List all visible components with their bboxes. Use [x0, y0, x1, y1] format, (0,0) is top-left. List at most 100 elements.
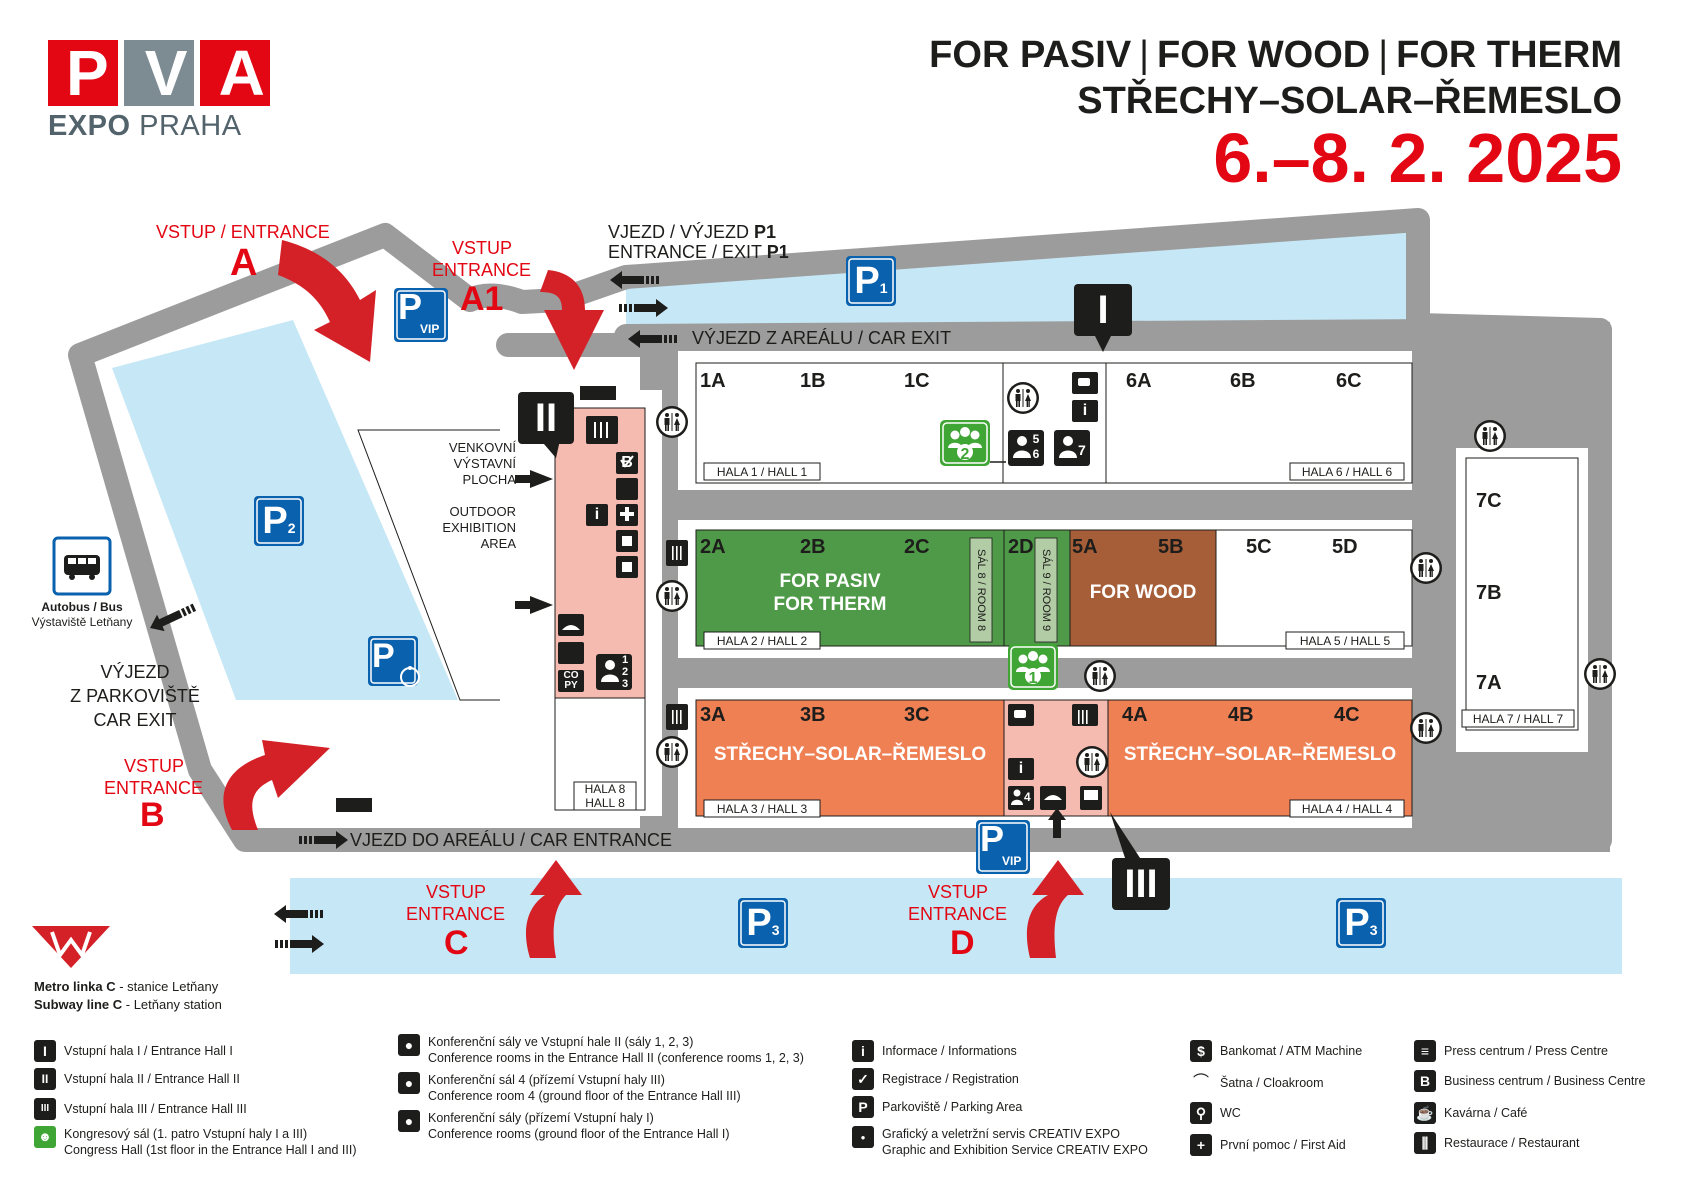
info-icon[interactable]: i	[594, 506, 600, 523]
legend-restaurant: ⫼Restaurace / Restaurant	[1414, 1132, 1580, 1154]
legend-conference-123: ●Konferenční sály ve Vstupní hale II (sá…	[398, 1034, 804, 1066]
stand-4c[interactable]: 4C	[1334, 704, 1360, 726]
entrance-c-label-en: ENTRANCE	[406, 904, 506, 924]
stand-4a[interactable]: 4A	[1122, 704, 1148, 726]
stand-5a[interactable]: 5A	[1072, 536, 1098, 558]
entrance-hall-1-marker[interactable]	[1074, 284, 1132, 352]
entrance-b-arrow	[223, 740, 330, 830]
entrance-a1-label: VSTUP	[452, 238, 513, 258]
copy-icon: ●	[852, 1126, 874, 1148]
wc-icon	[1410, 712, 1442, 744]
stand-6c[interactable]: 6C	[1336, 370, 1362, 392]
room-9-label: SÁL 9 / ROOM 9	[1040, 548, 1052, 632]
legend-registration: ✓Registrace / Registration	[852, 1068, 1019, 1090]
entrance-d-label-en: ENTRANCE	[908, 904, 1008, 924]
entrance-a-letter[interactable]: A	[230, 242, 258, 284]
wc-icon	[1584, 658, 1616, 690]
entrance-hall-2-numeral: II	[534, 396, 558, 440]
disabled-parking-letter: P	[372, 637, 395, 675]
entrance-hall-2-marker[interactable]	[518, 392, 574, 458]
bus-icon	[52, 536, 112, 596]
first-aid-icon: +	[1190, 1134, 1212, 1156]
metro-label: Metro linka C - stanice Letňany Subway l…	[34, 979, 222, 1012]
stand-1a[interactable]: 1A	[700, 370, 726, 392]
vip-label-top: VIP	[420, 322, 440, 336]
hall-5-label: HALA 5 / HALL 5	[1299, 634, 1391, 648]
stand-7a[interactable]: 7A	[1476, 672, 1502, 694]
entrance-d-letter[interactable]: D	[950, 924, 975, 962]
entrance-a1-letter[interactable]: A1	[460, 280, 504, 318]
stand-2c[interactable]: 2C	[904, 536, 930, 558]
stand-5d[interactable]: 5D	[1332, 536, 1358, 558]
stand-7b[interactable]: 7B	[1476, 582, 1502, 604]
stand-3c[interactable]: 3C	[904, 704, 930, 726]
hall-5-event: FOR WOOD	[1089, 582, 1197, 603]
hall-5-forwood-area	[1069, 529, 1217, 647]
hall-4-label: HALA 4 / HALL 4	[1301, 802, 1393, 816]
stand-5c[interactable]: 5C	[1246, 536, 1272, 558]
parking-vip-sign-bottom[interactable]	[976, 820, 1030, 874]
hall-3-event: STŘECHY–SOLAR–ŘEMESLO	[713, 744, 987, 765]
stand-1b[interactable]: 1B	[800, 370, 826, 392]
entrance-arrows	[223, 240, 1084, 958]
p1-road-label-en: ENTRANCE / EXIT P1	[608, 242, 789, 262]
congress-hall-2-icon[interactable]	[939, 419, 1006, 467]
entrance-hall-3-icon: III	[34, 1098, 56, 1120]
legend-copy: ●Grafický a veletržní servis CREATIV EXP…	[852, 1126, 1148, 1158]
stand-1c[interactable]: 1C	[904, 370, 930, 392]
hall-7-label: HALA 7 / HALL 7	[1472, 712, 1564, 726]
stand-2a[interactable]: 2A	[700, 536, 726, 558]
p1-sign-text: P1	[854, 260, 888, 302]
parking-icon: P	[852, 1096, 874, 1118]
stand-4b[interactable]: 4B	[1228, 704, 1254, 726]
stand-3a[interactable]: 3A	[700, 704, 726, 726]
entrance-hall-3-marker[interactable]	[1110, 812, 1170, 910]
business-centre-icon[interactable]: B	[621, 454, 633, 471]
entrance-a-label: VSTUP / ENTRANCE	[156, 222, 330, 242]
room-8	[969, 537, 993, 643]
info-icon[interactable]: i	[1018, 760, 1024, 777]
entrance-hall-1-numeral: I	[1097, 288, 1109, 332]
hall-2-area	[695, 529, 1005, 647]
legend-cafe: ☕Kavárna / Café	[1414, 1102, 1527, 1124]
stand-2b[interactable]: 2B	[800, 536, 826, 558]
entrance-d-label: VSTUP	[928, 882, 989, 902]
stand-2d[interactable]: 2D	[1008, 536, 1034, 558]
pva-logo: PVA	[48, 37, 270, 109]
entrance-c-letter[interactable]: C	[444, 924, 469, 962]
stand-7c[interactable]: 7C	[1476, 490, 1502, 512]
room-9	[1034, 537, 1058, 643]
conference-rooms-123-icon: ●	[398, 1034, 420, 1056]
stand-3b[interactable]: 3B	[800, 704, 826, 726]
parking-p1-area	[626, 222, 1420, 336]
wc-icon	[1007, 382, 1039, 414]
stand-6b[interactable]: 6B	[1230, 370, 1256, 392]
legend-wc: ⚲WC	[1190, 1102, 1241, 1124]
wc-icon	[656, 736, 688, 768]
stand-6a[interactable]: 6A	[1126, 370, 1152, 392]
wc-icon	[1410, 552, 1442, 584]
entrance-hall-3-numeral: III	[1124, 862, 1158, 906]
rooms-56-number: 5 6	[1032, 432, 1040, 461]
wc-icon	[656, 406, 688, 438]
hall-4-event: STŘECHY–SOLAR–ŘEMESLO	[1123, 744, 1397, 765]
info-icon[interactable]: i	[1082, 402, 1088, 419]
stand-5b[interactable]: 5B	[1158, 536, 1184, 558]
restaurant-icon: ⫼	[1414, 1132, 1436, 1154]
legend-conference-4: ●Konferenční sál 4 (přízemí Vstupní haly…	[398, 1072, 741, 1104]
wc-icon	[656, 580, 688, 612]
parking-vip-sign-top[interactable]	[394, 288, 448, 342]
conference-room-4-icon[interactable]	[1008, 786, 1034, 810]
entrance-b-letter[interactable]: B	[140, 796, 165, 834]
wc-icon	[1474, 420, 1506, 452]
